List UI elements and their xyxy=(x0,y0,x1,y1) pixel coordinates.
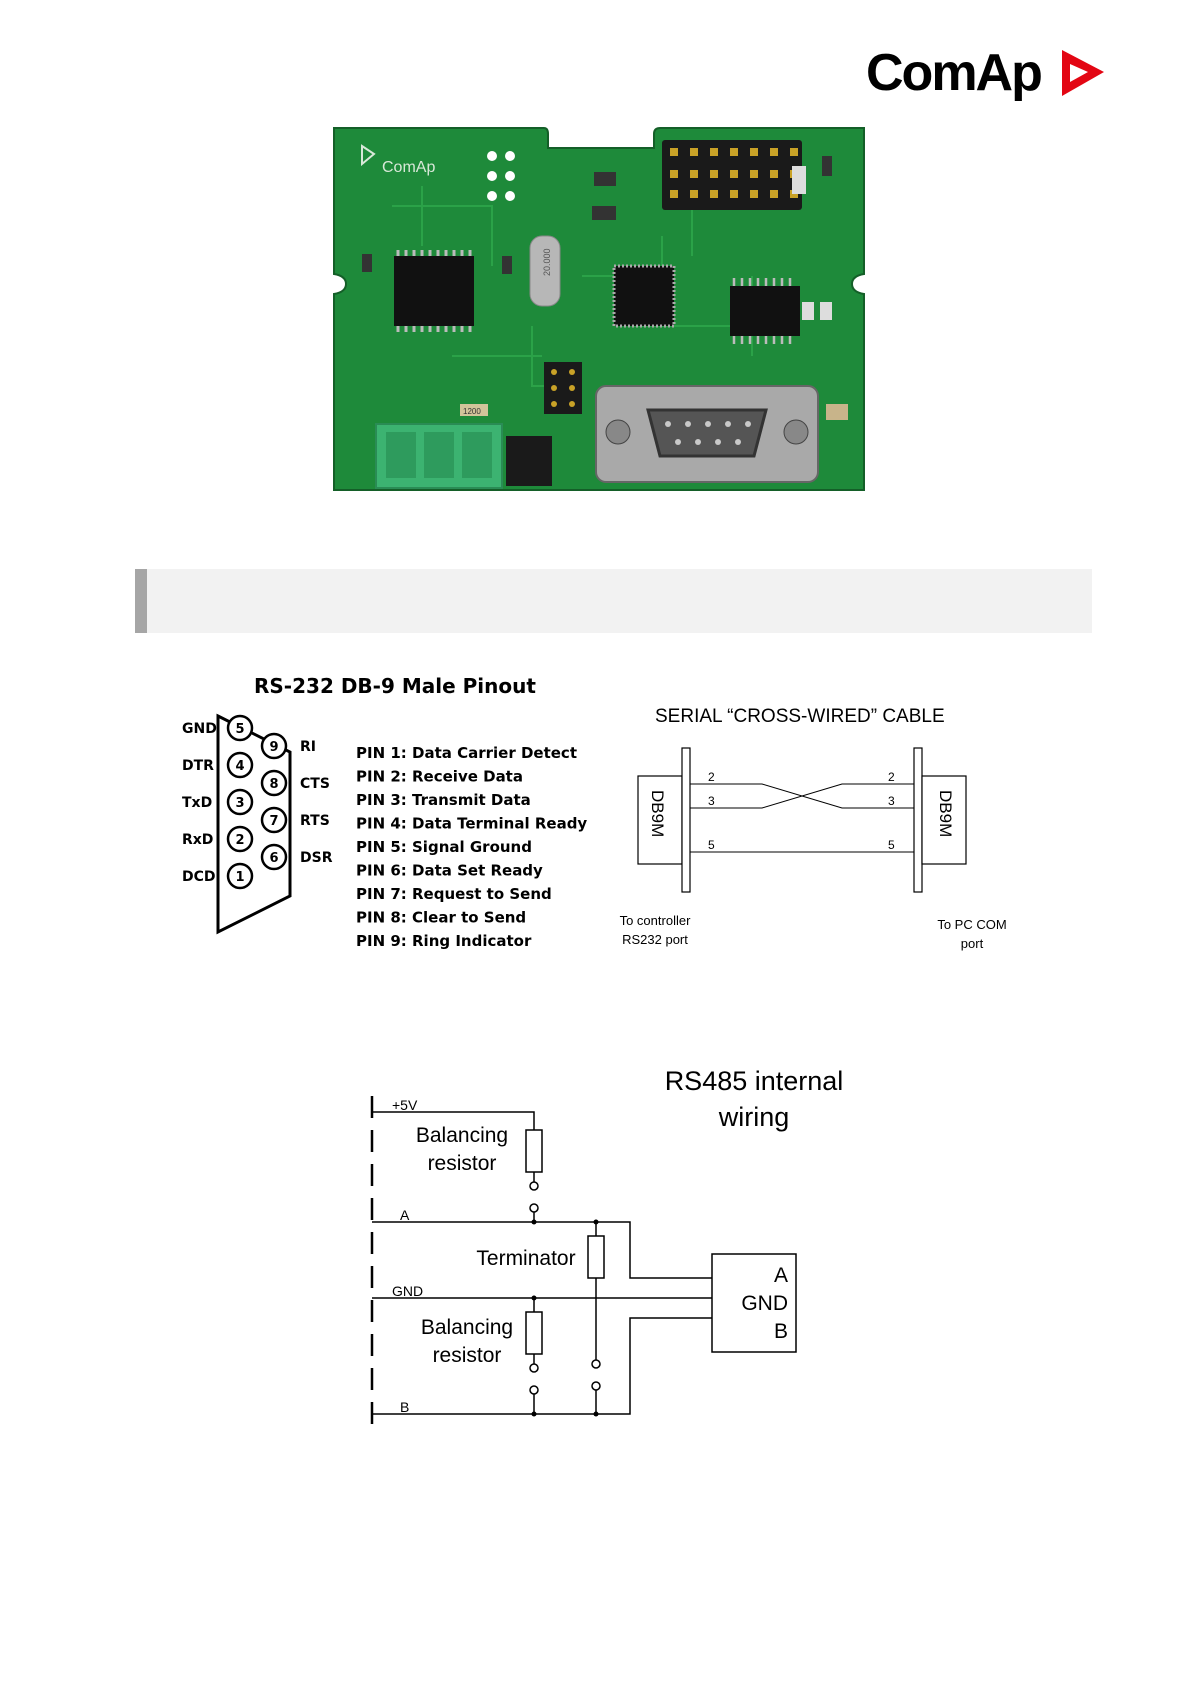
wiring-lines xyxy=(372,1111,797,1415)
left-pin-2: 2 xyxy=(708,770,715,784)
pin-label-cts: CTS xyxy=(300,776,330,792)
pin-label-ri: RI xyxy=(300,739,316,755)
rs485-title-line2: wiring xyxy=(718,1102,790,1132)
pin-label-gnd: GND xyxy=(182,721,217,737)
pin-circle-6 xyxy=(260,843,288,871)
right-caption-line1: To PC COM xyxy=(937,917,1006,932)
right-connector-label: DB9M xyxy=(936,790,955,837)
db9-connector xyxy=(595,385,819,483)
pin-circle-2 xyxy=(226,825,254,853)
right-connector-flange xyxy=(913,747,923,893)
balancing-resistor-top-line1: Balancing xyxy=(416,1124,508,1147)
ic-chip-center xyxy=(612,264,676,328)
pin-description-1: PIN 1: Data Carrier Detect xyxy=(356,744,577,762)
pin-number-1: 1 xyxy=(235,870,244,885)
svg-text:20.000: 20.000 xyxy=(542,248,552,276)
pcb-silkscreen-logo: ComAp xyxy=(361,144,435,176)
label-line-gnd: GND xyxy=(392,1283,423,1299)
box-label-a: A xyxy=(774,1264,788,1287)
pinout-title: RS-232 DB-9 Male Pinout xyxy=(254,674,536,698)
left-caption-line2: RS232 port xyxy=(622,932,688,947)
resistor-label: 1200 xyxy=(460,404,488,416)
pcb-board-photo: ComAp 20.000 xyxy=(332,126,866,492)
pin-description-4: PIN 4: Data Terminal Ready xyxy=(356,815,587,833)
right-pin-5: 5 xyxy=(888,838,895,852)
pin-circle-1 xyxy=(226,862,254,890)
pin-label-dcd: DCD xyxy=(182,869,216,885)
pin-number-8: 8 xyxy=(269,777,278,792)
logo-text: ComAp xyxy=(866,44,1041,102)
pin-number-7: 7 xyxy=(269,814,278,829)
pin-description-5: PIN 5: Signal Ground xyxy=(356,838,532,856)
jumper-block xyxy=(506,362,582,486)
right-pin-column: 9 RI 8 CTS 7 RTS 6 DSR xyxy=(260,732,333,871)
svg-text:1200: 1200 xyxy=(463,407,481,416)
terminal-block xyxy=(375,423,503,489)
left-pin-3: 3 xyxy=(708,794,715,808)
pin-description-2: PIN 2: Receive Data xyxy=(356,768,523,786)
pin-label-dtr: DTR xyxy=(182,758,214,774)
terminator-label: Terminator xyxy=(476,1247,575,1270)
balancing-resistor-bottom-line2: resistor xyxy=(433,1344,502,1367)
pin-description-8: PIN 8: Clear to Send xyxy=(356,909,526,927)
pin-number-4: 4 xyxy=(235,759,244,774)
pin-number-5: 5 xyxy=(235,722,244,737)
pin-number-3: 3 xyxy=(235,796,244,811)
ic-chip-left xyxy=(394,250,474,332)
rs485-wiring-diagram: RS485 internal wiring xyxy=(350,1060,850,1435)
label-line-b: B xyxy=(400,1399,409,1415)
pin-header-top xyxy=(662,140,802,210)
right-db9m-box xyxy=(921,775,967,865)
pin-label-txd: TxD xyxy=(182,795,212,811)
pin-label-dsr: DSR xyxy=(300,850,333,866)
logo-arrow-icon xyxy=(1062,50,1104,96)
pin-description-3: PIN 3: Transmit Data xyxy=(356,791,531,809)
comap-logo: ComAp xyxy=(866,44,1106,106)
pin-label-rxd: RxD xyxy=(182,832,213,848)
section-accent xyxy=(135,569,147,633)
balancing-resistor-top-line2: resistor xyxy=(428,1152,497,1175)
pin-circle-5 xyxy=(226,714,254,742)
pin-circle-9 xyxy=(260,732,288,760)
left-pin-column: 5 GND 4 DTR 3 TxD 2 RxD 1 DCD xyxy=(182,714,254,890)
pin-description-9: PIN 9: Ring Indicator xyxy=(356,932,532,950)
left-db9m-box xyxy=(637,775,683,865)
right-caption-line2: port xyxy=(961,936,984,951)
cable-title: SERIAL “CROSS-WIRED” CABLE xyxy=(655,706,945,727)
pin-description-6: PIN 6: Data Set Ready xyxy=(356,862,543,880)
pin-label-rts: RTS xyxy=(300,813,330,829)
ic-chip-right xyxy=(730,278,800,344)
svg-text:ComAp: ComAp xyxy=(382,159,435,176)
right-pin-2: 2 xyxy=(888,770,895,784)
pin-number-6: 6 xyxy=(269,851,278,866)
box-label-gnd: GND xyxy=(741,1292,788,1315)
pin-circle-3 xyxy=(226,788,254,816)
cross-wired-cable-diagram: SERIAL “CROSS-WIRED” CABLE DB9M DB9M 2 3… xyxy=(610,696,1030,966)
left-connector-flange xyxy=(681,747,691,893)
label-5v: +5V xyxy=(392,1097,418,1113)
box-label-b: B xyxy=(774,1320,788,1343)
left-connector-label: DB9M xyxy=(648,790,667,837)
left-pin-5: 5 xyxy=(708,838,715,852)
balancing-resistor-bottom-line1: Balancing xyxy=(421,1316,513,1339)
left-caption-line1: To controller xyxy=(620,913,691,928)
right-pin-3: 3 xyxy=(888,794,895,808)
pin-circle-4 xyxy=(226,751,254,779)
rs485-title-line1: RS485 internal xyxy=(665,1066,844,1096)
crystal: 20.000 xyxy=(529,235,561,307)
pin-circle-8 xyxy=(260,769,288,797)
pin-number-9: 9 xyxy=(269,740,278,755)
label-line-a: A xyxy=(400,1207,410,1223)
cable-wires xyxy=(690,783,914,853)
section-header-bar xyxy=(135,569,1092,633)
pin-circle-7 xyxy=(260,806,288,834)
db9-pinout-diagram: RS-232 DB-9 Male Pinout 5 GND 4 DTR 3 TxD 2 RxD… xyxy=(170,670,610,960)
pin-description-7: PIN 7: Request to Send xyxy=(356,885,552,903)
pin-number-2: 2 xyxy=(235,833,244,848)
